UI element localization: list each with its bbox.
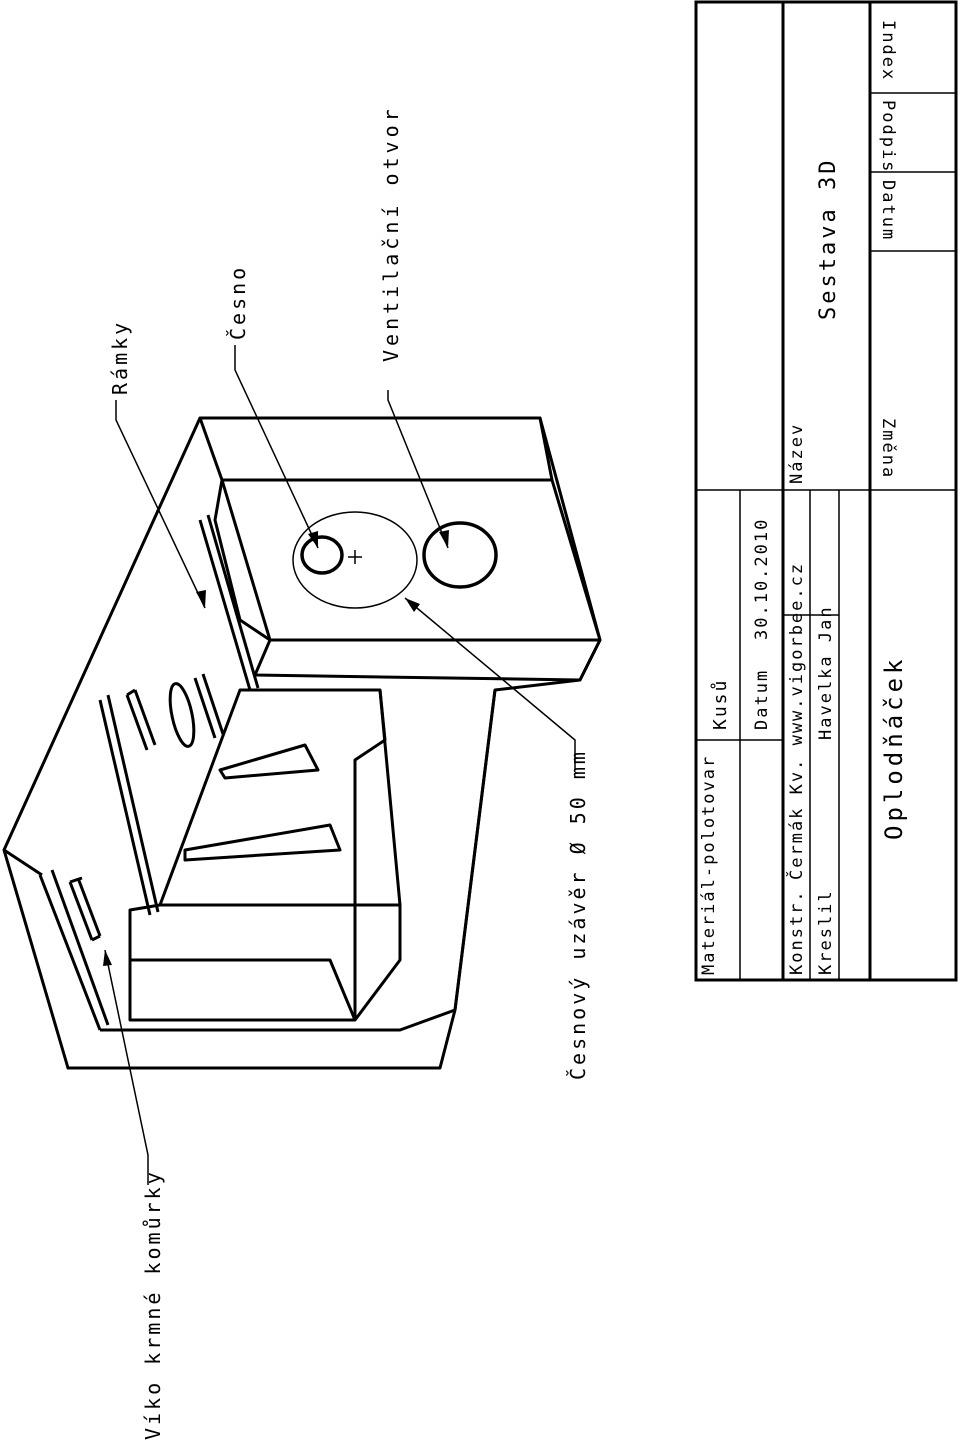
arrowhead bbox=[308, 531, 318, 548]
center-mark bbox=[348, 550, 362, 564]
entrance-closure-ring bbox=[292, 511, 418, 609]
konstr-value: Čermák Kv. www.vigorbee.cz bbox=[785, 562, 807, 880]
interior-edge bbox=[353, 689, 387, 1020]
label-cesno: Česno bbox=[226, 265, 250, 340]
arrowhead bbox=[103, 950, 112, 966]
revision-index: Index bbox=[878, 20, 898, 81]
title-block-text: Materiál-polotovar Kusů Datum 30.10.2010… bbox=[699, 20, 908, 975]
handle bbox=[193, 673, 225, 739]
label-cesnovy-uzaver: Česnový uzávěr Ø 50 mm bbox=[566, 749, 590, 1080]
arrowhead bbox=[196, 590, 206, 608]
callout-leaders bbox=[104, 345, 576, 1185]
hive-assembly-drawing bbox=[2, 416, 602, 1070]
callout-arrowheads bbox=[103, 530, 449, 966]
frame-2 bbox=[183, 823, 342, 862]
drawing-name: Oplodňáček bbox=[880, 656, 908, 841]
arrowhead bbox=[405, 598, 420, 612]
label-ventilacni-otvor: Ventilační otvor bbox=[379, 105, 403, 362]
interior-bay bbox=[128, 903, 402, 1022]
kreslil-value: Havelka Jan bbox=[816, 605, 836, 740]
entrance-block-edge bbox=[213, 479, 271, 642]
nazev-label: Název bbox=[787, 423, 807, 484]
leader-ramky bbox=[115, 400, 206, 609]
kreslil-label: Kreslil bbox=[816, 889, 836, 975]
leader-ventilacni bbox=[387, 390, 449, 549]
arrowhead bbox=[439, 530, 449, 548]
body-edge bbox=[3, 848, 43, 877]
entrance-hole bbox=[300, 535, 344, 575]
lid-strip bbox=[98, 699, 152, 916]
leader-cesno bbox=[234, 345, 319, 549]
lid-strip bbox=[50, 869, 110, 1026]
nazev-value: Sestava 3D bbox=[816, 158, 841, 320]
datum-label: Datum bbox=[752, 669, 772, 730]
konstr-label: Konstr. bbox=[787, 889, 807, 975]
entrance-block-front bbox=[220, 478, 602, 642]
leader-viko bbox=[104, 949, 149, 1185]
interior-edge bbox=[453, 689, 497, 1011]
entrance-block-edge bbox=[253, 639, 602, 682]
leader-cesnovy bbox=[404, 597, 576, 770]
revision-datum: Datum bbox=[878, 180, 898, 241]
revision-podpis: Podpis bbox=[878, 100, 898, 173]
body-edge bbox=[100, 1008, 456, 1032]
interior-edge bbox=[130, 958, 357, 1021]
lid-strip bbox=[198, 519, 252, 691]
material-label: Materiál-polotovar bbox=[699, 755, 719, 975]
revision-zmena: Změna bbox=[878, 418, 898, 479]
label-viko: Víko krmné komůrky bbox=[141, 1169, 165, 1440]
ventilation-hole bbox=[422, 521, 498, 589]
lid-strip bbox=[206, 514, 260, 689]
title-block bbox=[694, 0, 958, 982]
handle-knob bbox=[168, 682, 196, 748]
lid-strip bbox=[38, 874, 102, 1031]
kusu-label: Kusů bbox=[710, 679, 731, 730]
label-ramky: Rámky bbox=[108, 320, 132, 395]
handle bbox=[68, 876, 102, 942]
frame-1 bbox=[218, 743, 320, 780]
handle bbox=[125, 688, 157, 751]
interior-edge bbox=[158, 688, 402, 906]
datum-value: 30.10.2010 bbox=[752, 518, 772, 640]
entrance-block-top bbox=[198, 416, 554, 482]
title-block-frame bbox=[694, 0, 958, 982]
lid-strip bbox=[106, 694, 160, 913]
